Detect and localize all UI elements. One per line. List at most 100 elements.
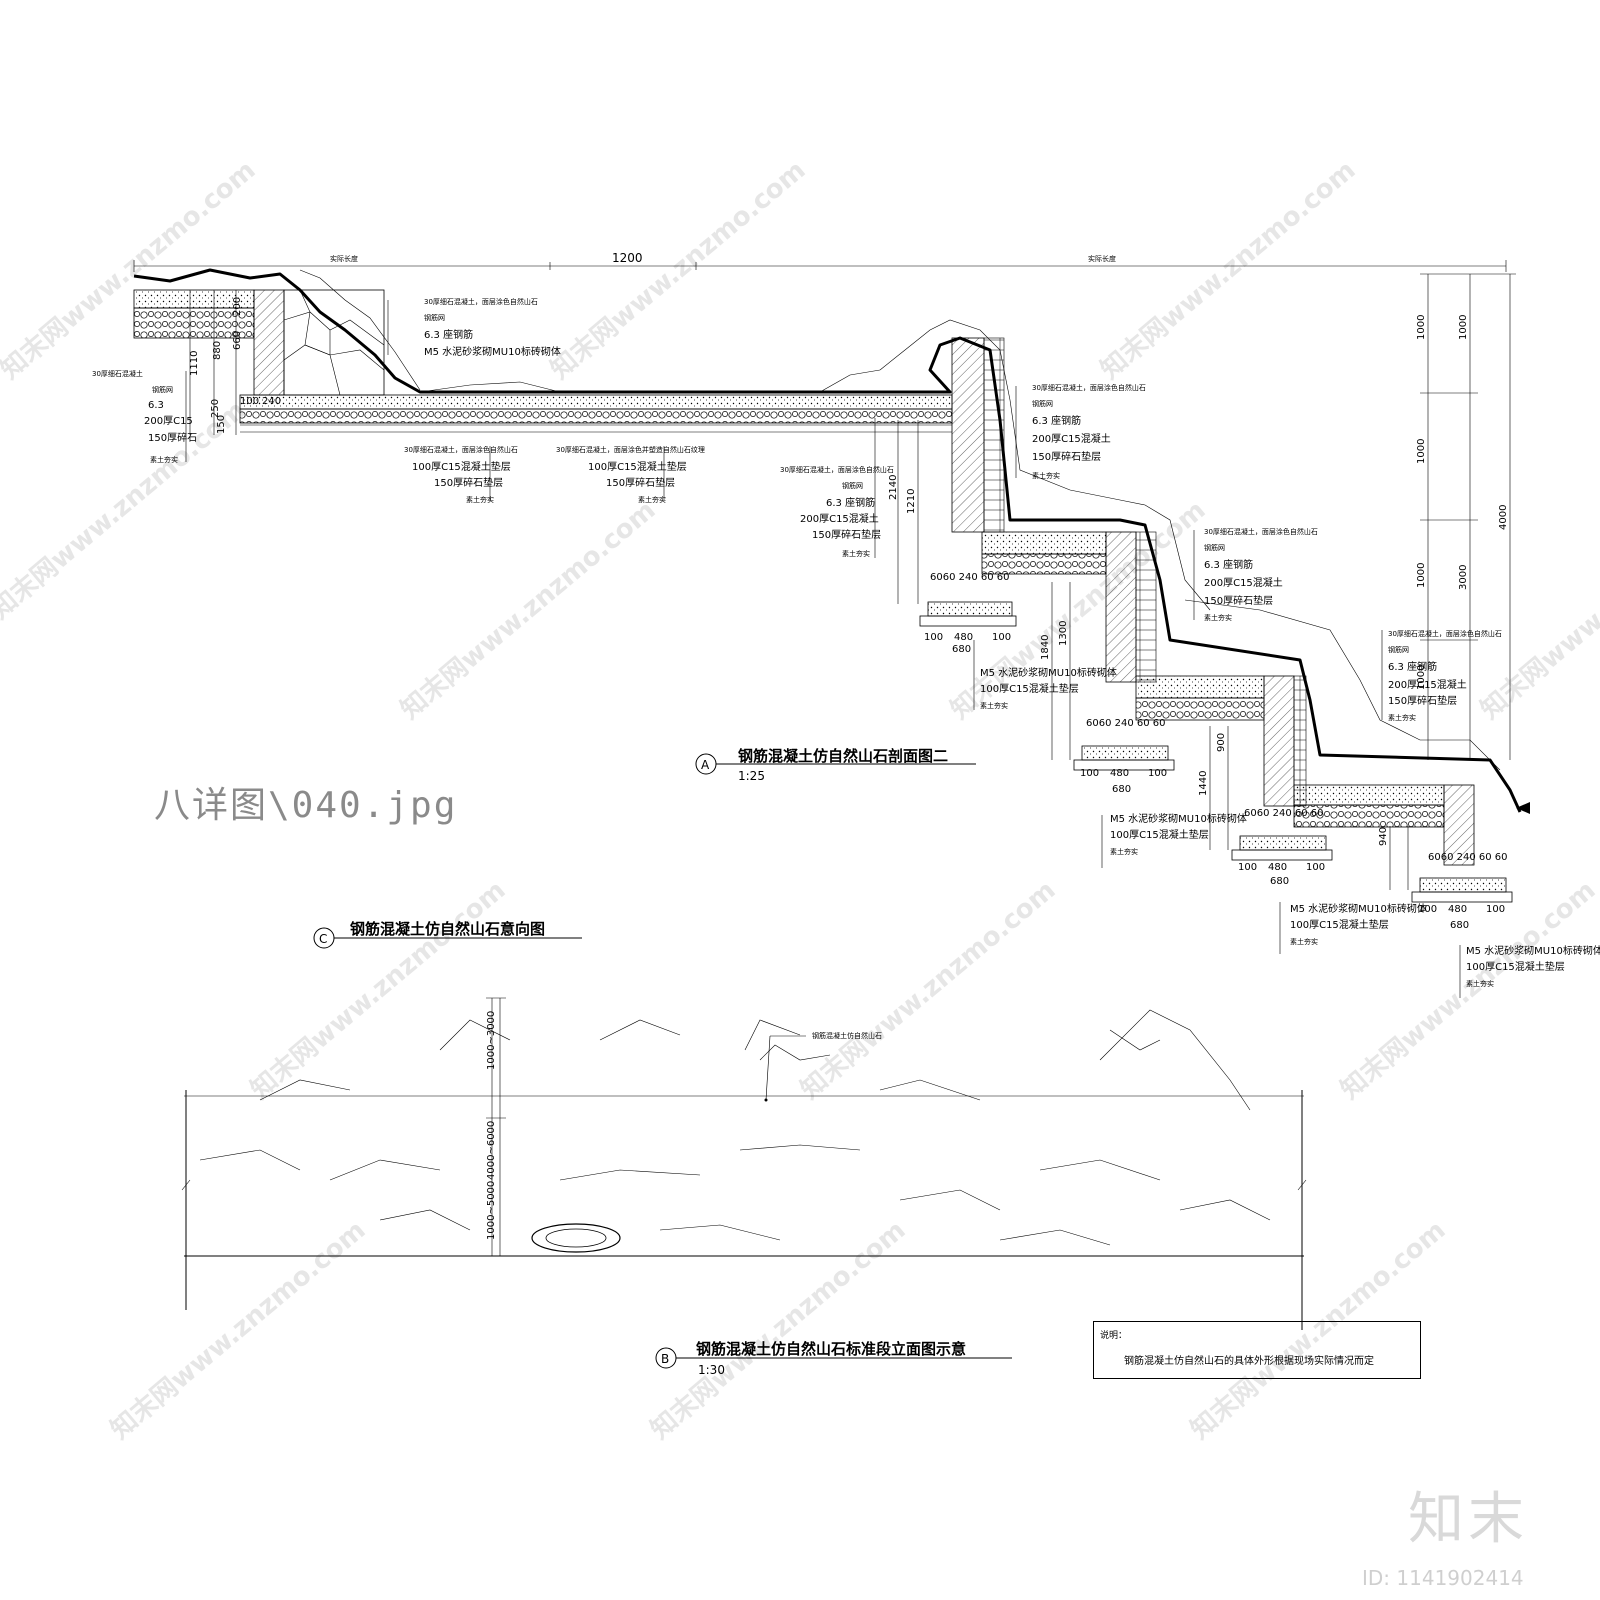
dim-label: 200 [232,297,243,316]
layer-note: 30厚细石混凝土 [92,369,143,378]
layer-note: 钢筋网 [842,481,863,490]
elev-dim: 1000~3000 [486,1011,497,1070]
dim-label: 100 [924,632,943,643]
notes-box: 说明： 钢筋混凝土仿自然山石的具体外形根据现场实际情况而定 [1093,1321,1421,1379]
layer-note: 30厚细石混凝土，面层涂色自然山石 [1388,629,1502,638]
dim-label: 100 [992,632,1011,643]
layer-note: 150厚碎石垫层 [812,528,881,541]
footing-note: 100厚C15混凝土垫层 [1466,960,1565,973]
dim-label: 480 [1448,904,1467,915]
dim-label: 150 [216,415,227,434]
layer-note: 素土夯实 [842,549,870,558]
elevation-callout: 钢筋混凝土仿自然山石 [812,1031,882,1040]
watermark: 知末网www.znzmo.com [105,1215,371,1445]
top-left-length-label: 实际长度 [330,254,358,263]
section-b-marker: B [661,1352,669,1366]
dim-label: 1840 [1040,635,1051,660]
watermark: 知末网www.znzmo.com [1475,495,1600,725]
footing-note: M5 水泥砂浆砌MU10标砖砌体 [1290,902,1427,915]
section-c-title: 钢筋混凝土仿自然山石意向图 [350,920,545,938]
dim-label: 1210 [906,489,917,514]
dim-label: 880 [212,341,223,360]
dim-label: 660 [232,331,243,350]
section-b-title-block: B 钢筋混凝土仿自然山石标准段立面图示意 1:30 [655,1340,1012,1377]
watermark: 知末网www.znzmo.com [795,875,1061,1105]
section-a-labels: 1110 880 660 200 250 150 100 240 30厚细石混凝… [92,297,1600,988]
footing-note: 100厚C15混凝土垫层 [1290,918,1389,931]
layer-note: 200厚C15 [144,415,193,427]
layer-note: 100厚C15混凝土垫层 [412,460,511,473]
layer-note: 6.3 座钢筋 [1204,558,1253,571]
dim-label: 900 [1216,733,1227,752]
dim-label: 4000 [1498,505,1509,530]
image-id: ID: 1141902414 [1362,1566,1524,1590]
top-dimension: 1200 [612,251,643,265]
layer-note: 150厚碎石垫层 [606,476,675,489]
dim-label: 940 [1378,827,1389,846]
footing-note: 素土夯实 [1290,937,1318,946]
elev-dim: 4000~6000 [486,1121,497,1180]
layer-note: 30厚细石混凝土，面层涂色自然山石 [424,297,538,306]
notes-text: 钢筋混凝土仿自然山石的具体外形根据现场实际情况而定 [1124,1356,1374,1367]
layer-note: 150厚碎石垫层 [434,476,503,489]
dim-label: 240 [262,396,281,407]
layer-note: 30厚细石混凝土，面层涂色并塑造自然山石纹理 [556,445,705,454]
layer-note: 150厚碎石垫层 [1388,694,1457,707]
footing-top-dims: 6060 240 60 60 [1086,718,1166,729]
footing-note: 素土夯实 [1110,847,1138,856]
dim-label: 680 [1270,876,1289,887]
layer-note: 6.3 座钢筋 [1032,414,1081,427]
section-b-scale: 1:30 [698,1363,725,1377]
layer-note: 素土夯实 [638,495,666,504]
section-b-title: 钢筋混凝土仿自然山石标准段立面图示意 [696,1340,966,1358]
layer-note: 30厚细石混凝土，面层涂色自然山石 [780,465,894,474]
layer-note: 素土夯实 [1204,613,1232,622]
layer-note: 素土夯实 [466,495,494,504]
dim-label: 680 [952,644,971,655]
layer-note: 素土夯实 [150,455,178,464]
dim-label: 480 [954,632,973,643]
layer-note: 钢筋网 [152,385,173,394]
layer-note: 150厚碎石 [148,431,197,444]
dim-label: 100 [1306,862,1325,873]
dim-label: 680 [1450,920,1469,931]
dim-label: 100 [1486,904,1505,915]
dim-label: 1000 [1458,315,1469,340]
watermark: 知末网www.znzmo.com [545,155,811,385]
layer-note: 6.3 座钢筋 [826,496,875,509]
footing-note: M5 水泥砂浆砌MU10标砖砌体 [980,666,1117,679]
section-a-scale: 1:25 [738,769,765,783]
layer-note: 6.3 座钢筋 [1388,660,1437,673]
layer-note: 钢筋网 [1388,645,1409,654]
dim-label: 1000 [1416,665,1427,690]
dim-label: 1110 [189,351,200,376]
footing-note: 素土夯实 [1466,979,1494,988]
dim-label: 480 [1110,768,1129,779]
layer-note: 素土夯实 [1388,713,1416,722]
footing-note: M5 水泥砂浆砌MU10标砖砌体 [1466,944,1600,957]
layer-note: 150厚碎石垫层 [1032,450,1101,463]
dim-label: 100 [1418,904,1437,915]
dim-label: 2140 [888,475,899,500]
dim-label: 250 [210,399,221,418]
section-c-title-block: C 钢筋混凝土仿自然山石意向图 [313,920,582,949]
watermark: 知末网www.znzmo.com [0,395,251,625]
footing-note: 100厚C15混凝土垫层 [1110,828,1209,841]
dim-label: 100 [1238,862,1257,873]
layer-note: 素土夯实 [1032,471,1060,480]
section-a-marker: A [701,758,710,772]
watermark: 知末网www.znzmo.com [1095,155,1361,385]
dim-label: 1440 [1198,771,1209,796]
dim-label: 1300 [1058,621,1069,646]
dim-label: 100 [1080,768,1099,779]
section-a-drawing: 实际长度 1200 实际长度 [133,251,1530,998]
dim-label: 100 [240,396,259,407]
footing-note: 100厚C15混凝土垫层 [980,682,1079,695]
layer-note: 200厚C15混凝土 [1388,678,1467,691]
layer-note: M5 水泥砂浆砌MU10标砖砌体 [424,345,561,358]
layer-note: 30厚细石混凝土，面层涂色自然山石 [1204,527,1318,536]
notes-title: 说明： [1100,1331,1128,1341]
elev-dim: 1000~5000 [486,1181,497,1240]
watermark: 知末网www.znzmo.com [245,875,511,1105]
